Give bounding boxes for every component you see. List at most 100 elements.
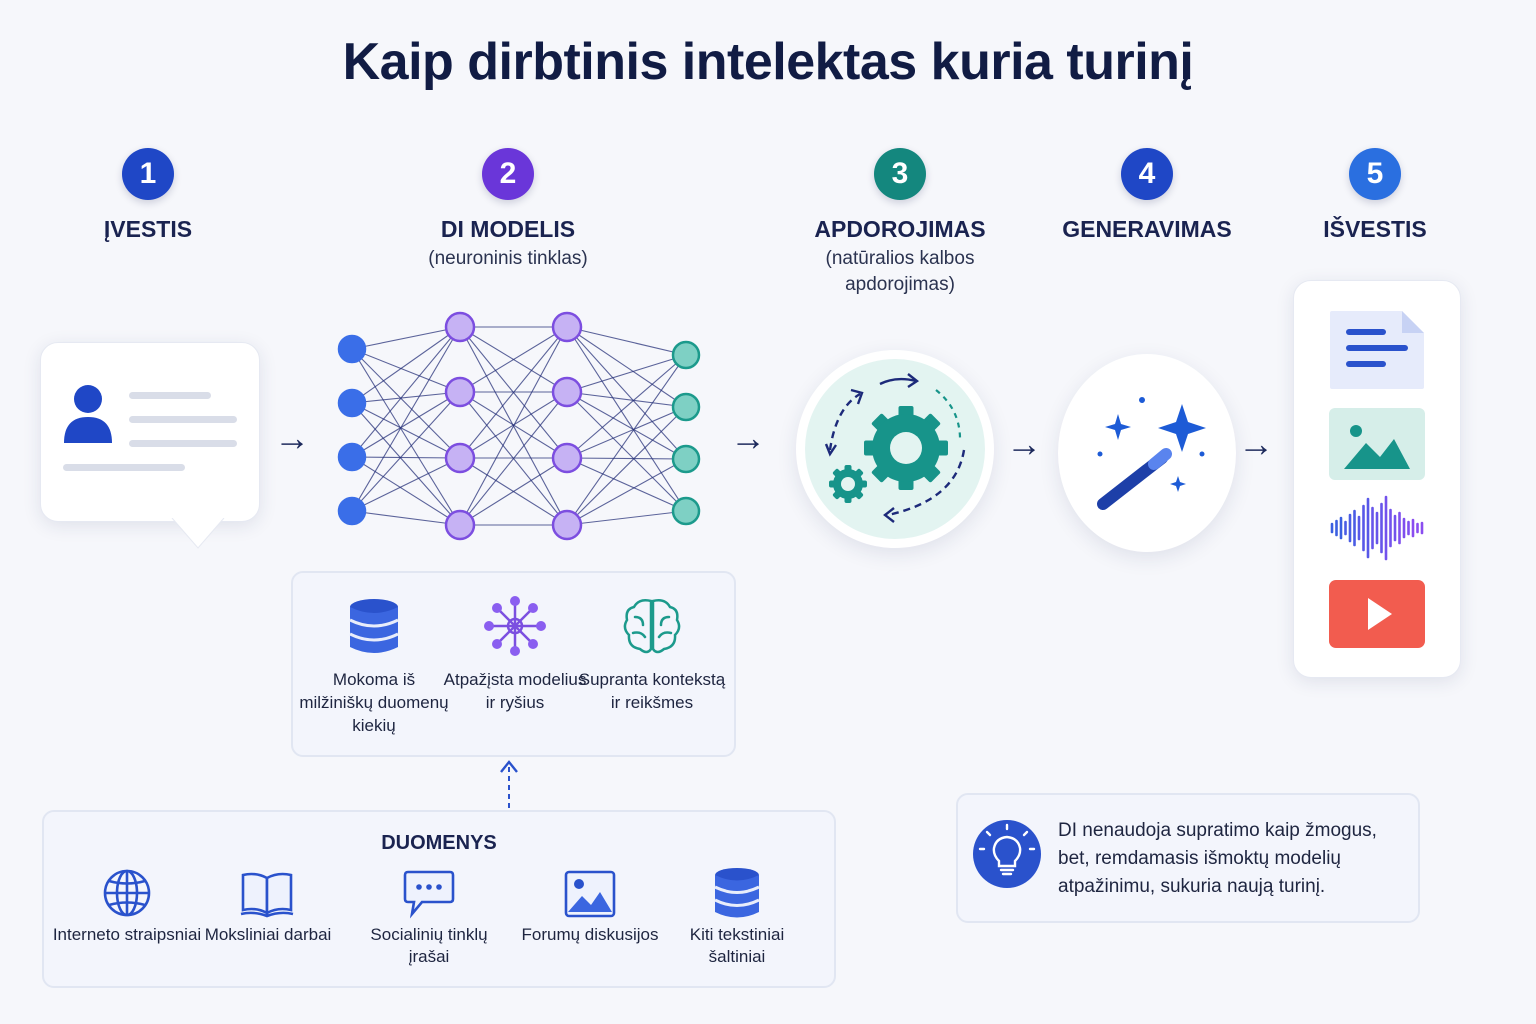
video-play-icon[interactable] [1328, 579, 1426, 649]
nn-node [444, 442, 476, 474]
nn-node [551, 442, 583, 474]
nn-node [671, 340, 701, 370]
step-2-number: 2 [482, 148, 534, 200]
step-4-number: 4 [1121, 148, 1173, 200]
arrow-right-icon: → [730, 417, 766, 458]
step-1-number: 1 [122, 148, 174, 200]
image-icon [1329, 408, 1425, 480]
chat-bubble-icon [403, 870, 455, 919]
nn-connection [351, 348, 461, 526]
nn-node [671, 444, 701, 474]
data-sources-panel: DUOMENYS Interneto straipsniai Mokslinia… [42, 810, 836, 988]
nn-connection [351, 326, 461, 350]
document-icon [1330, 311, 1424, 389]
model-features-panel: Mokoma iš milžiniškų duomenų kiekių Atpa… [291, 571, 736, 757]
image-icon [564, 870, 616, 918]
nn-connection [566, 326, 687, 460]
neural-network-graphic [337, 311, 701, 541]
speech-bubble-tail [171, 518, 225, 549]
arrow-right-icon: → [1006, 423, 1042, 464]
nn-connection [566, 354, 687, 459]
nn-connection [351, 456, 461, 459]
page-title: Kaip dirbtinis intelektas kuria turinį [342, 33, 1194, 91]
source-label: Socialinių tinklų įrašai [370, 925, 488, 966]
input-card [40, 342, 260, 522]
note-text: DI nenaudoja supratimo kaip žmogus, bet,… [1058, 820, 1377, 897]
nn-connection [566, 354, 687, 393]
network-chip-icon [484, 596, 546, 656]
nn-node [444, 376, 476, 408]
step-2-label: DI MODELIS [440, 216, 576, 242]
nn-connection [566, 326, 687, 408]
nn-connection [459, 457, 568, 526]
gears-icon [805, 359, 985, 539]
nn-connection [351, 391, 461, 458]
nn-connection [459, 326, 568, 526]
nn-connection [459, 326, 568, 459]
step-5-label: IŠVESTIS [1323, 216, 1427, 242]
database-icon [714, 868, 760, 918]
nn-node [551, 311, 583, 343]
source-label: Kiti tekstiniai šaltiniai [689, 925, 785, 966]
source-label: Forumų diskusijos [521, 925, 659, 944]
step-1-label: ĮVESTIS [103, 216, 193, 242]
step-3-subtitle: (natūralios kalbos apdorojimas) [825, 248, 975, 295]
nn-connection [351, 510, 461, 526]
nn-connection [459, 391, 568, 526]
nn-connection [566, 510, 687, 526]
nn-connection [351, 326, 461, 458]
nn-node [444, 311, 476, 343]
nn-connection [351, 326, 461, 404]
brain-icon [623, 599, 681, 654]
nn-connection [566, 457, 687, 512]
note-box: DI nenaudoja supratimo kaip žmogus, bet,… [956, 793, 1420, 923]
step-3-number: 3 [874, 148, 926, 200]
database-icon [349, 599, 399, 653]
nn-connection [351, 402, 461, 459]
nn-connection [351, 348, 461, 393]
nn-node [551, 509, 583, 541]
step-2-subtitle: (neuroninis tinklas) [428, 248, 588, 269]
nn-connection [351, 348, 461, 459]
feature-label: Atpažįsta modelius ir ryšius [443, 670, 587, 712]
outputs-card [1293, 280, 1461, 678]
nn-connection [566, 391, 687, 460]
nn-node [671, 496, 701, 526]
audio-wave-icon [1330, 495, 1424, 561]
globe-icon [103, 869, 151, 917]
nn-node [444, 509, 476, 541]
nn-connection [351, 391, 461, 404]
data-panel-title: DUOMENYS [381, 832, 497, 854]
nn-node [337, 496, 367, 526]
step-3-label: APDOROJIMAS [814, 216, 986, 242]
user-prompt-icon [63, 385, 237, 471]
nn-connection [351, 402, 461, 526]
lightbulb-icon [973, 820, 1041, 888]
nn-connection [566, 326, 687, 356]
nn-connection [566, 458, 687, 526]
nn-connection [566, 391, 687, 408]
step-4-label: GENERAVIMAS [1062, 216, 1232, 242]
nn-node [671, 392, 701, 422]
generation-circle [1058, 354, 1236, 552]
nn-connection [351, 326, 461, 512]
step-5-number: 5 [1349, 148, 1401, 200]
feature-label: Mokoma iš milžiniškų duomenų kiekių [299, 670, 449, 735]
nn-connection [566, 457, 687, 460]
arrow-right-icon: → [1238, 423, 1274, 464]
nn-node [551, 376, 583, 408]
nn-connection [459, 326, 568, 393]
dashed-arrow-up-icon [500, 760, 518, 808]
nn-connection [566, 406, 687, 459]
magic-wand-icon [1097, 397, 1206, 510]
source-label: Moksliniai darbai [204, 925, 332, 944]
arrow-right-icon: → [274, 417, 310, 458]
nn-node [337, 388, 367, 418]
nn-node [337, 334, 367, 364]
nn-connection [566, 406, 687, 526]
feature-label: Supranta kontekstą ir reikšmes [578, 670, 726, 712]
nn-connection [566, 354, 687, 526]
nn-connection [351, 391, 461, 512]
book-icon [240, 872, 294, 918]
nn-connection [566, 326, 687, 512]
